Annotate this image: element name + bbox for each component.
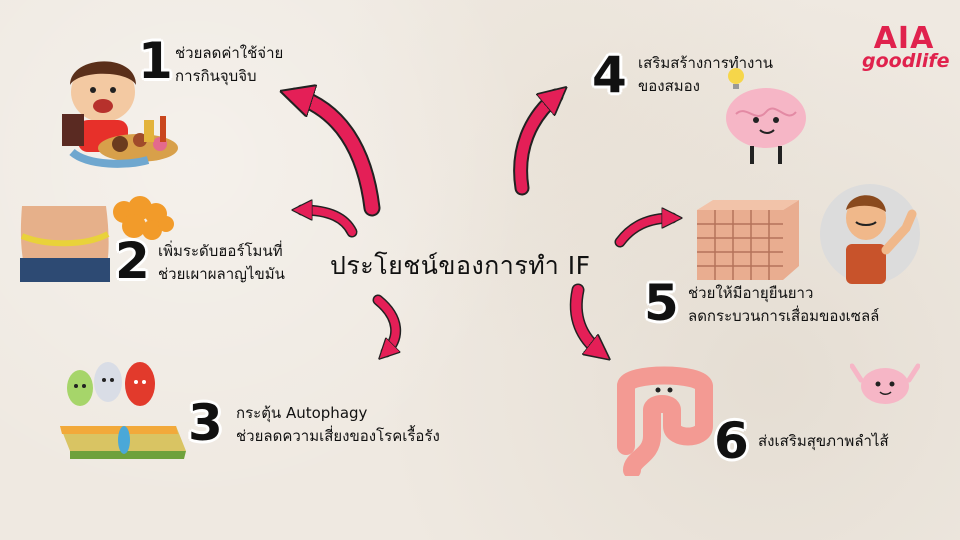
infographic-title: ประโยชน์ของการทำ IF: [330, 251, 591, 280]
benefit-2-line1: เพิ่มระดับฮอร์โมนที่: [158, 242, 283, 260]
benefit-1-text: ช่วยลดค่าใช้จ่าย การกินจุบจิบ: [175, 42, 283, 89]
snacking-kid-illustration: [62, 61, 178, 168]
benefit-4-text: เสริมสร้างการทำงาน ของสมอง: [638, 52, 773, 99]
benefit-5-line1: ช่วยให้มีอายุยืนยาว: [688, 284, 814, 302]
benefit-5-line2: ลดกระบวนการเสื่อมของเซลล์: [688, 307, 880, 326]
benefit-3-line2: ช่วยลดความเสี่ยงของโรคเรื้อรัง: [236, 427, 440, 446]
benefit-2-line2: ช่วยเผาผลาญไขมัน: [158, 265, 285, 284]
benefit-3-number: 3: [188, 394, 223, 452]
belly-fat-illustration: [20, 196, 174, 282]
strong-boy-illustration: [820, 184, 920, 284]
benefit-5-number: 5: [644, 274, 679, 332]
autophagy-cells-illustration: [60, 362, 186, 459]
benefit-3-line1: กระตุ้น Autophagy: [236, 404, 368, 422]
cell-tissue-illustration: [697, 200, 799, 280]
benefit-6-number: 6: [714, 412, 749, 470]
benefit-3-text: กระตุ้น Autophagy ช่วยลดความเสี่ยงของโรค…: [236, 402, 440, 449]
brand-logo-bottom: goodlife: [862, 50, 950, 72]
benefit-5-text: ช่วยให้มีอายุยืนยาว ลดกระบวนการเสื่อมของ…: [688, 282, 879, 329]
benefit-4-line1: เสริมสร้างการทำงาน: [638, 54, 774, 72]
benefit-1-line2: การกินจุบจิบ: [175, 67, 257, 86]
brand-logo-top: AIA: [873, 21, 935, 56]
happy-gut-illustration: [850, 363, 920, 404]
benefit-2-text: เพิ่มระดับฮอร์โมนที่ ช่วยเผาผลาญไขมัน: [158, 240, 285, 287]
benefit-6-line1: ส่งเสริมสุขภาพลำไส้: [758, 432, 889, 450]
benefit-2-number: 2: [115, 232, 150, 290]
benefit-6-text: ส่งเสริมสุขภาพลำไส้: [758, 430, 889, 453]
brain-illustration: [726, 68, 806, 164]
intestine-illustration: [617, 366, 713, 476]
benefit-1-number: 1: [138, 32, 173, 90]
brand-logo: AIA goodlife: [862, 21, 950, 72]
benefit-4-line2: ของสมอง: [638, 77, 700, 96]
benefit-1-line1: ช่วยลดค่าใช้จ่าย: [175, 44, 284, 62]
benefit-4-number: 4: [592, 46, 627, 104]
